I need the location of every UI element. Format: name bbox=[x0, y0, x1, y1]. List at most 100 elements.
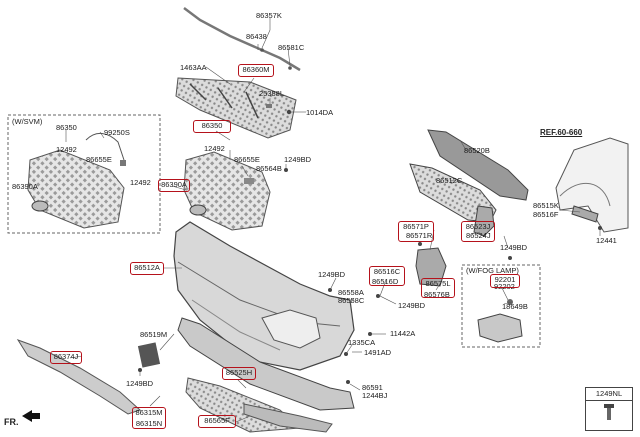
part-label[interactable]: 86357K bbox=[256, 11, 282, 20]
part-label[interactable]: 12441 bbox=[596, 236, 617, 245]
bolt-icon bbox=[138, 368, 142, 372]
part-label-highlighted[interactable]: 86374J bbox=[50, 351, 82, 364]
bulb-icon bbox=[507, 299, 513, 305]
part-label-highlighted[interactable]: 86565F bbox=[198, 415, 236, 428]
svm-grille bbox=[27, 149, 125, 229]
part-label[interactable]: 1491AD bbox=[364, 348, 392, 357]
part-label[interactable]: 1249BD bbox=[398, 301, 426, 310]
clip-icon bbox=[266, 104, 272, 108]
part-code: 92201 bbox=[494, 275, 516, 284]
part-label[interactable]: 86516F bbox=[533, 210, 559, 219]
side-bracket-left bbox=[415, 247, 447, 287]
part-code: 86374J bbox=[53, 352, 79, 361]
screw-icon bbox=[604, 404, 614, 420]
part-label[interactable]: 86571R bbox=[406, 231, 433, 240]
part-label[interactable]: 86515K bbox=[533, 201, 559, 210]
part-label[interactable]: 11442A bbox=[390, 329, 416, 338]
part-label[interactable]: 1249BD bbox=[126, 379, 154, 388]
part-label[interactable]: 86519M bbox=[140, 330, 168, 339]
bolt-icon bbox=[508, 256, 512, 260]
fastener-legend: 1249NL bbox=[585, 387, 633, 431]
part-code: 86571P bbox=[403, 222, 429, 231]
cover-icon bbox=[137, 342, 161, 368]
part-code: 86565F bbox=[204, 416, 230, 425]
part-label[interactable]: 86655E bbox=[234, 155, 260, 164]
part-code: 86516C bbox=[373, 267, 401, 276]
part-label-highlighted[interactable]: 86512A bbox=[130, 262, 164, 275]
part-code: 86315M bbox=[135, 408, 163, 417]
part-label-highlighted[interactable]: 86571P bbox=[398, 221, 434, 242]
part-label-highlighted[interactable]: 92201 bbox=[490, 274, 520, 288]
emblem-icon bbox=[189, 204, 207, 216]
part-label-highlighted[interactable]: 86575L bbox=[421, 278, 455, 298]
part-label[interactable]: 1249BD bbox=[500, 243, 528, 252]
bracket-icon bbox=[244, 178, 254, 184]
part-label[interactable]: 86390A bbox=[12, 182, 38, 191]
svm-box-frame bbox=[7, 114, 161, 234]
bolt-icon bbox=[418, 242, 422, 246]
ref-link[interactable]: REF.60-660 bbox=[540, 128, 583, 137]
part-label[interactable]: 86516D bbox=[372, 277, 399, 286]
part-code: 86512A bbox=[134, 263, 160, 272]
part-label[interactable]: 12492 bbox=[56, 145, 77, 154]
part-label[interactable]: 86581C bbox=[278, 43, 305, 52]
part-code: 86390A bbox=[161, 180, 187, 189]
lower-lip bbox=[177, 317, 355, 411]
part-label[interactable]: 12492 bbox=[130, 178, 151, 187]
fog-box-title: (W/FOG LAMP) bbox=[466, 266, 519, 275]
front-arrow-icon bbox=[22, 410, 40, 422]
lower-garnish bbox=[243, 403, 333, 433]
part-label[interactable]: 1463AA bbox=[180, 63, 207, 72]
part-label[interactable]: 1244BJ bbox=[362, 391, 388, 400]
clip-icon bbox=[288, 66, 292, 70]
fog-lamp bbox=[477, 313, 523, 343]
part-code: 86525H bbox=[225, 368, 253, 377]
part-label-highlighted[interactable]: 86523J bbox=[461, 221, 495, 242]
part-label[interactable]: 86350 bbox=[56, 123, 77, 132]
part-label[interactable]: 1249BD bbox=[318, 270, 346, 279]
part-label-highlighted[interactable]: 86516C bbox=[369, 266, 405, 286]
part-label-highlighted[interactable]: 86360M bbox=[238, 64, 274, 77]
part-label[interactable]: 86576B bbox=[424, 290, 450, 299]
part-label[interactable]: 25388L bbox=[259, 89, 285, 98]
bolt-icon bbox=[284, 168, 288, 172]
clip-icon bbox=[260, 48, 264, 52]
part-label-highlighted[interactable]: 86525H bbox=[222, 367, 256, 380]
svm-camera-wire bbox=[85, 133, 125, 161]
part-label[interactable]: 86512C bbox=[436, 176, 463, 185]
part-label[interactable]: 86520B bbox=[464, 146, 490, 155]
part-code: 86350 bbox=[201, 121, 223, 130]
part-label[interactable]: 86591 bbox=[362, 383, 383, 392]
bolt-icon bbox=[286, 109, 292, 115]
bolt-icon bbox=[376, 294, 380, 298]
part-label-highlighted[interactable]: 86350 bbox=[193, 120, 231, 133]
emblem-icon bbox=[31, 200, 49, 212]
part-label[interactable]: 1014DA bbox=[306, 108, 334, 117]
grille-bracket bbox=[175, 77, 297, 139]
part-label[interactable]: 1335CA bbox=[348, 338, 376, 347]
part-label[interactable]: 86564B bbox=[256, 164, 282, 173]
part-label[interactable]: 12492 bbox=[204, 144, 225, 153]
part-label[interactable]: 18649B bbox=[502, 302, 528, 311]
part-label-highlighted[interactable]: 86315M 86315N bbox=[132, 407, 166, 429]
part-label[interactable]: 86655E bbox=[86, 155, 112, 164]
fog-lamp-opening bbox=[261, 309, 321, 349]
part-label[interactable]: 86438 bbox=[246, 32, 267, 41]
part-label[interactable]: 86558C bbox=[338, 296, 365, 305]
part-label[interactable]: 92202 bbox=[494, 282, 515, 291]
part-code: 86523J bbox=[465, 222, 491, 231]
part-code: 86575L bbox=[425, 279, 451, 288]
part-label[interactable]: 86524J bbox=[466, 231, 491, 240]
camera-icon bbox=[120, 160, 126, 166]
svm-box-title: (W/SVM) bbox=[12, 117, 43, 126]
part-label[interactable]: 1249BD bbox=[284, 155, 312, 164]
front-fender bbox=[555, 137, 629, 233]
part-label[interactable]: 86558A bbox=[338, 288, 364, 297]
part-code: 86315N bbox=[135, 418, 163, 428]
top-molding-strip bbox=[183, 7, 301, 72]
energy-absorber bbox=[427, 129, 529, 201]
part-label[interactable]: 99250S bbox=[104, 128, 130, 137]
part-label-highlighted[interactable]: 86390A bbox=[158, 179, 190, 192]
